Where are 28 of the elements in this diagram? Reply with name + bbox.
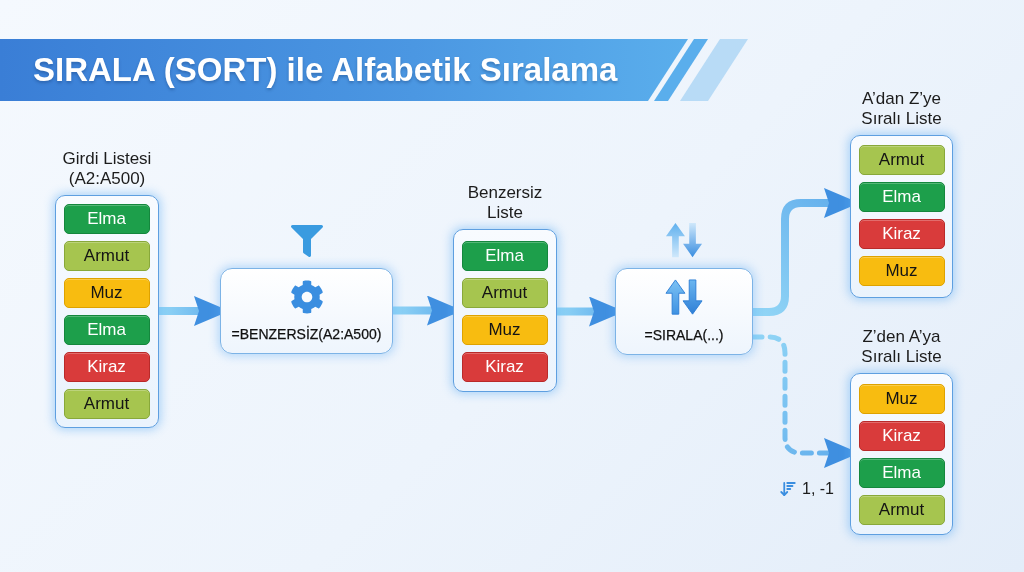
list-item: Armut	[858, 145, 945, 175]
formula-box	[615, 268, 753, 355]
edge-label: 1, -1	[802, 479, 834, 498]
list-item: Muz	[63, 278, 150, 308]
list-item: Elma	[858, 182, 945, 212]
title: SIRALA (SORT) ile Alfabetik Sıralama	[33, 50, 618, 90]
list-item: Armut	[63, 241, 150, 271]
list-item: Elma	[858, 458, 945, 488]
list-item: Armut	[461, 278, 548, 308]
list-item: Kiraz	[858, 219, 945, 249]
list-item: Muz	[461, 315, 548, 345]
list-item: Kiraz	[461, 352, 548, 382]
list-heading: A’dan Z’ye Sıralı Liste	[860, 89, 943, 129]
list-item: Elma	[461, 241, 548, 271]
formula-box	[220, 268, 393, 354]
list-item: Elma	[63, 204, 150, 234]
list-item: Armut	[858, 495, 945, 525]
list-item: Muz	[858, 256, 945, 286]
list-heading: Girdi Listesi (A2:A500)	[61, 149, 153, 189]
list-item: Elma	[63, 315, 150, 345]
list-item: Armut	[63, 389, 150, 419]
list-item: Muz	[858, 384, 945, 414]
list-item: Kiraz	[858, 421, 945, 451]
formula-text: =SIRALA(...)	[644, 326, 724, 344]
list-item: Kiraz	[63, 352, 150, 382]
list-heading: Z’den A’ya Sıralı Liste	[860, 327, 943, 367]
list-heading: Benzersiz Liste	[466, 183, 544, 223]
formula-text: =BENZERSİZ(A2:A500)	[231, 325, 382, 343]
